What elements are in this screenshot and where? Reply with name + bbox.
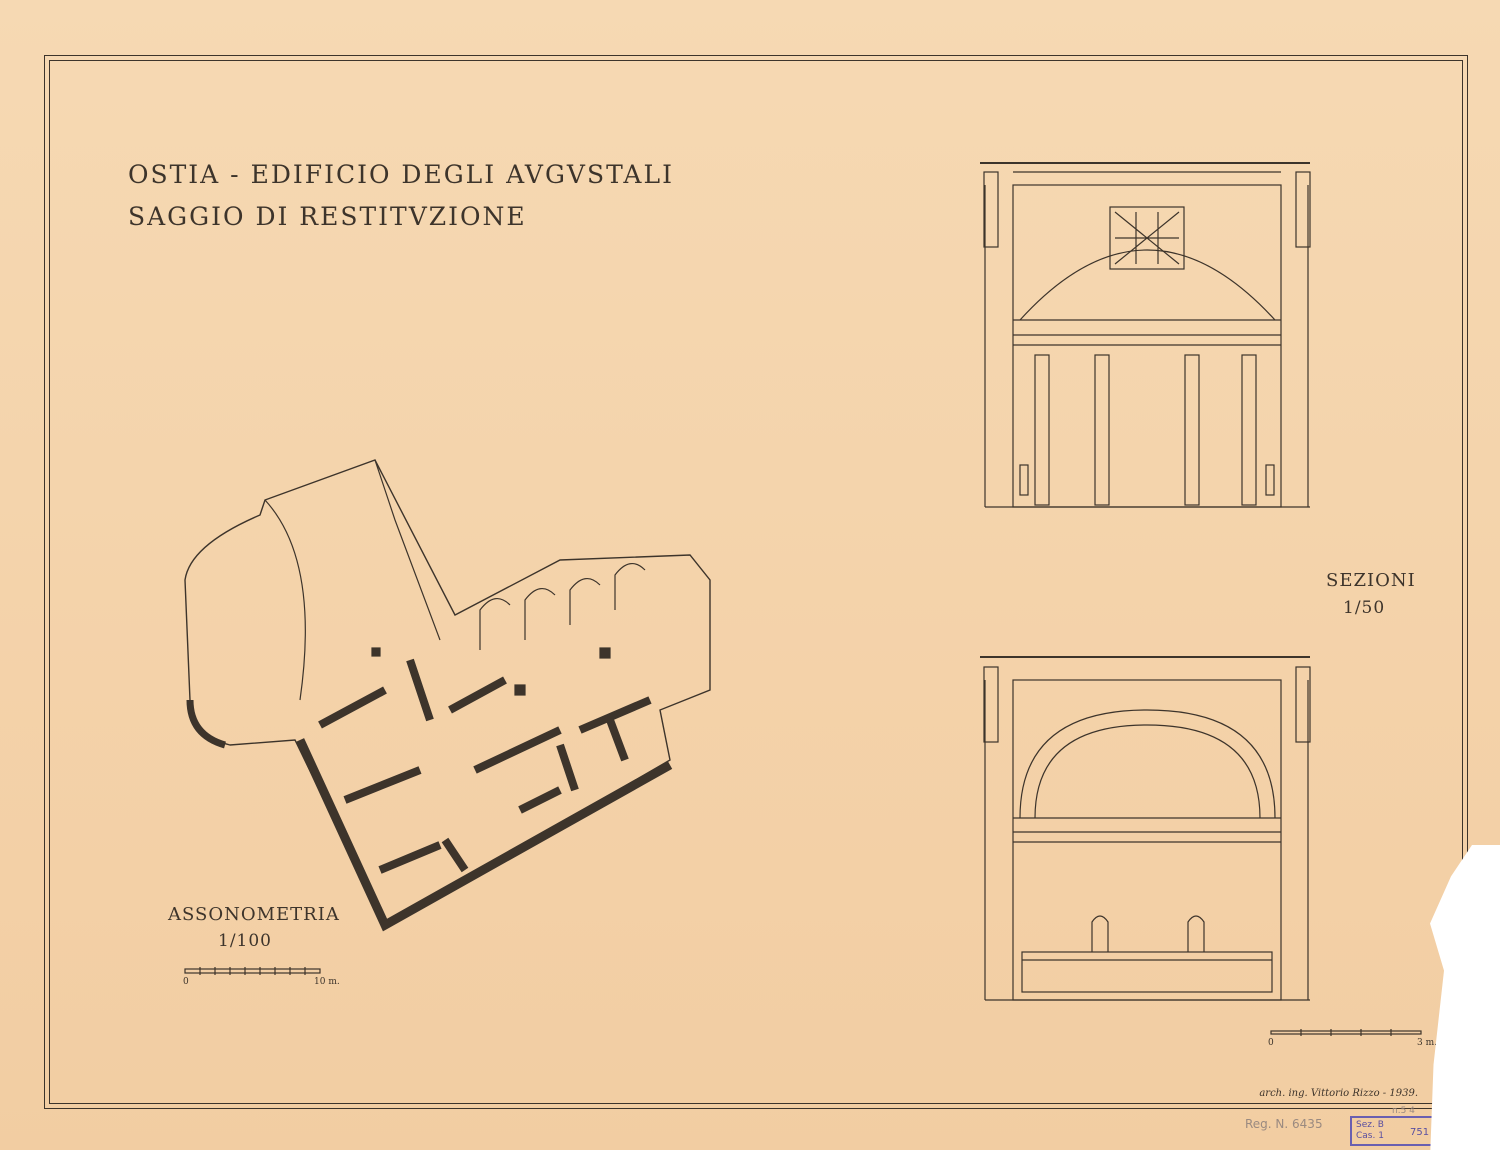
scale-bar-sections xyxy=(1270,1029,1422,1036)
stamp-number: 751 xyxy=(1410,1127,1430,1138)
section-drawing-lower xyxy=(980,656,1311,1001)
paper-bottom-edge xyxy=(0,1150,1500,1159)
registry-number: Reg. N. 6435 xyxy=(1245,1117,1323,1131)
title-line-2: SAGGIO DI RESTITVZIONE xyxy=(128,202,527,231)
signature: arch. ing. Vittorio Rizzo - 1939. xyxy=(1259,1088,1418,1099)
axonometric-drawing xyxy=(184,459,711,932)
drawing-frame-outer xyxy=(44,55,1468,1109)
drawing-frame-inner xyxy=(49,60,1463,1104)
sections-scale-end: 3 m. xyxy=(1417,1038,1437,1048)
stamp-sez: Sez. B xyxy=(1356,1120,1384,1130)
axonometry-label: ASSONOMETRIA xyxy=(168,904,340,925)
title-line-1: OSTIA - EDIFICIO DEGLI AVGVSTALI xyxy=(128,160,674,189)
axonometry-scale: 1/100 xyxy=(218,931,272,951)
archive-stamp: Sez. B Cas. 1 751 n.5 4 xyxy=(1350,1106,1440,1146)
axonometry-scale-end: 10 m. xyxy=(314,977,340,987)
sections-scale-start: 0 xyxy=(1268,1038,1274,1048)
stamp-cas: Cas. 1 xyxy=(1356,1131,1384,1141)
scale-bar-axonometry xyxy=(184,967,321,975)
section-drawing-upper xyxy=(980,162,1311,508)
sections-label: SEZIONI xyxy=(1326,570,1416,591)
axonometry-scale-start: 0 xyxy=(183,977,189,987)
sections-scale: 1/50 xyxy=(1343,598,1386,618)
stamp-note: n.5 4 xyxy=(1392,1106,1415,1116)
